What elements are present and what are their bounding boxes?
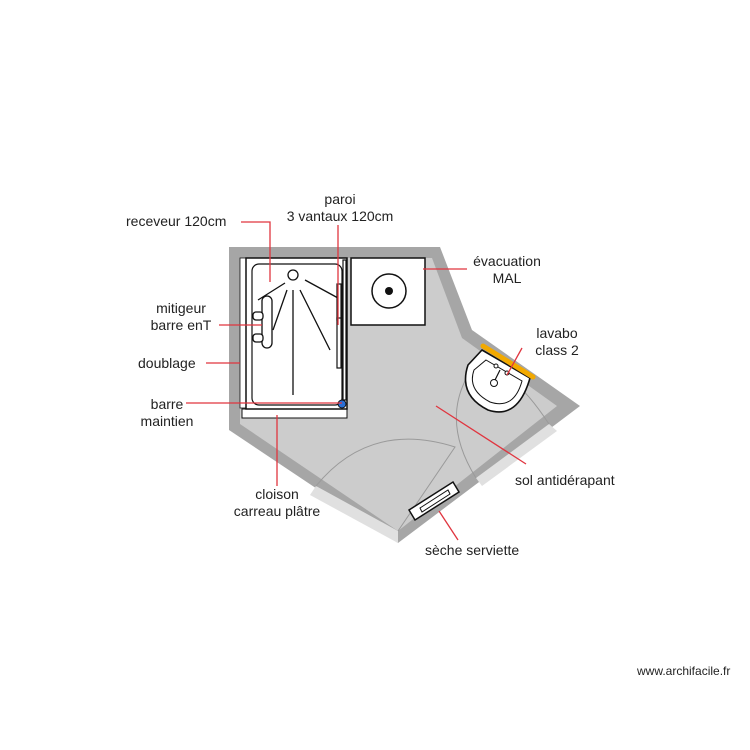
label-paroi-line2: 3 vantaux 120cm — [286, 208, 394, 224]
label-cloison-line1: cloison — [255, 486, 299, 502]
label-cloison: cloison carreau plâtre — [224, 486, 330, 520]
drain-center-icon — [385, 287, 393, 295]
label-evacuation: évacuation MAL — [465, 253, 549, 287]
door-swing-left — [315, 438, 456, 532]
label-mitigeur-line1: mitigeur — [156, 300, 206, 316]
label-lavabo-line2: class 2 — [535, 342, 579, 358]
seche-serviette-icon — [407, 480, 461, 522]
doublage — [239, 257, 247, 409]
paroi-3-vantaux — [336, 259, 347, 401]
label-paroi: paroi 3 vantaux 120cm — [278, 191, 402, 225]
label-lavabo-line1: lavabo — [536, 325, 578, 341]
watermark-link[interactable]: www.archifacile.fr — [637, 664, 731, 678]
cloison-carreau-platre — [241, 408, 348, 419]
label-mitigeur: mitigeur barre enT — [145, 300, 217, 334]
label-cloison-line2: carreau plâtre — [233, 503, 321, 519]
label-evacuation-line2: MAL — [492, 270, 522, 286]
door-threshold-right — [476, 424, 557, 486]
lavabo-icon — [464, 348, 531, 413]
mitigeur-icon — [252, 295, 273, 349]
valve-icon — [337, 399, 347, 409]
label-seche-serviette: sèche serviette — [425, 542, 520, 558]
leader-lines — [186, 221, 527, 541]
label-paroi-line1: paroi — [324, 191, 356, 207]
label-barre-line1: barre — [150, 396, 184, 412]
shower-spray-lines — [257, 279, 339, 395]
door-threshold-left — [310, 486, 398, 543]
label-receveur: receveur 120cm — [126, 213, 227, 229]
label-barre-maintien: barre maintien — [134, 396, 200, 430]
label-lavabo: lavabo class 2 — [527, 325, 587, 359]
label-mitigeur-line2: barre enT — [150, 317, 212, 333]
label-barre-line2: maintien — [140, 413, 194, 429]
shower-tray-inner — [251, 263, 343, 406]
grab-bar-lavabo — [480, 343, 536, 380]
label-sol-antiderapant: sol antidérapant — [515, 472, 615, 488]
shower-head-icon — [287, 269, 299, 281]
label-evacuation-line1: évacuation — [473, 253, 541, 269]
label-doublage: doublage — [138, 355, 196, 371]
